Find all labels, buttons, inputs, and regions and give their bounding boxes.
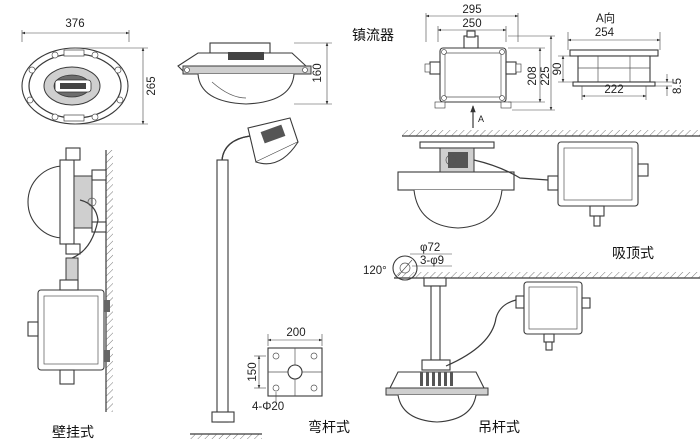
dim-ballast-250: 250 [462,18,481,30]
caption-bent-pole: 弯杆式 [308,419,350,436]
bent-pole-assembly: 弯杆式 [190,117,350,439]
dim-ballast-225: 225 [540,66,552,85]
flange-plate-detail: 200 150 4-Φ20 [247,327,323,413]
dim-a-254: 254 [595,27,615,39]
dim-flange-holes: 4-Φ20 [252,401,284,413]
dim-flange-200: 200 [286,327,305,339]
label-ballast: 镇流器 [352,28,394,44]
ballast-box-view: 295 250 208 225 A [424,4,555,128]
dim-a-222: 222 [604,84,623,96]
dim-flange-150: 150 [247,362,259,381]
dim-a-90: 90 [552,63,564,76]
caption-pendant: 吊杆式 [478,420,520,436]
ballast-a-view: A向 254 90 222 8.5 [552,11,684,100]
dim-rod-diameter: φ72 [420,242,440,254]
wall-mount-assembly: 壁挂式 [27,147,113,441]
dim-side-height: 160 [312,63,324,82]
dim-lamp-width: 376 [65,18,84,30]
pendant-rod-assembly: 吊杆式 [385,272,700,436]
caption-ceiling-mount: 吸顶式 [612,246,654,262]
dim-ballast-295: 295 [462,4,481,16]
caption-wall-mount: 壁挂式 [52,425,94,441]
dim-lamp-height: 265 [146,76,158,95]
label-a-direction: A向 [596,11,615,25]
lamp-front-view: 376 265 [21,18,158,125]
view-arrow-a: A [478,114,484,124]
dim-rod-holes: 3-φ9 [420,255,444,267]
dim-ballast-208: 208 [527,66,539,85]
dim-a-8-5: 8.5 [672,78,684,94]
ceiling-mount-assembly: 吸顶式 [397,130,700,262]
dim-rod-angle: 120° [363,265,387,277]
lamp-side-view: 160 [177,42,332,105]
